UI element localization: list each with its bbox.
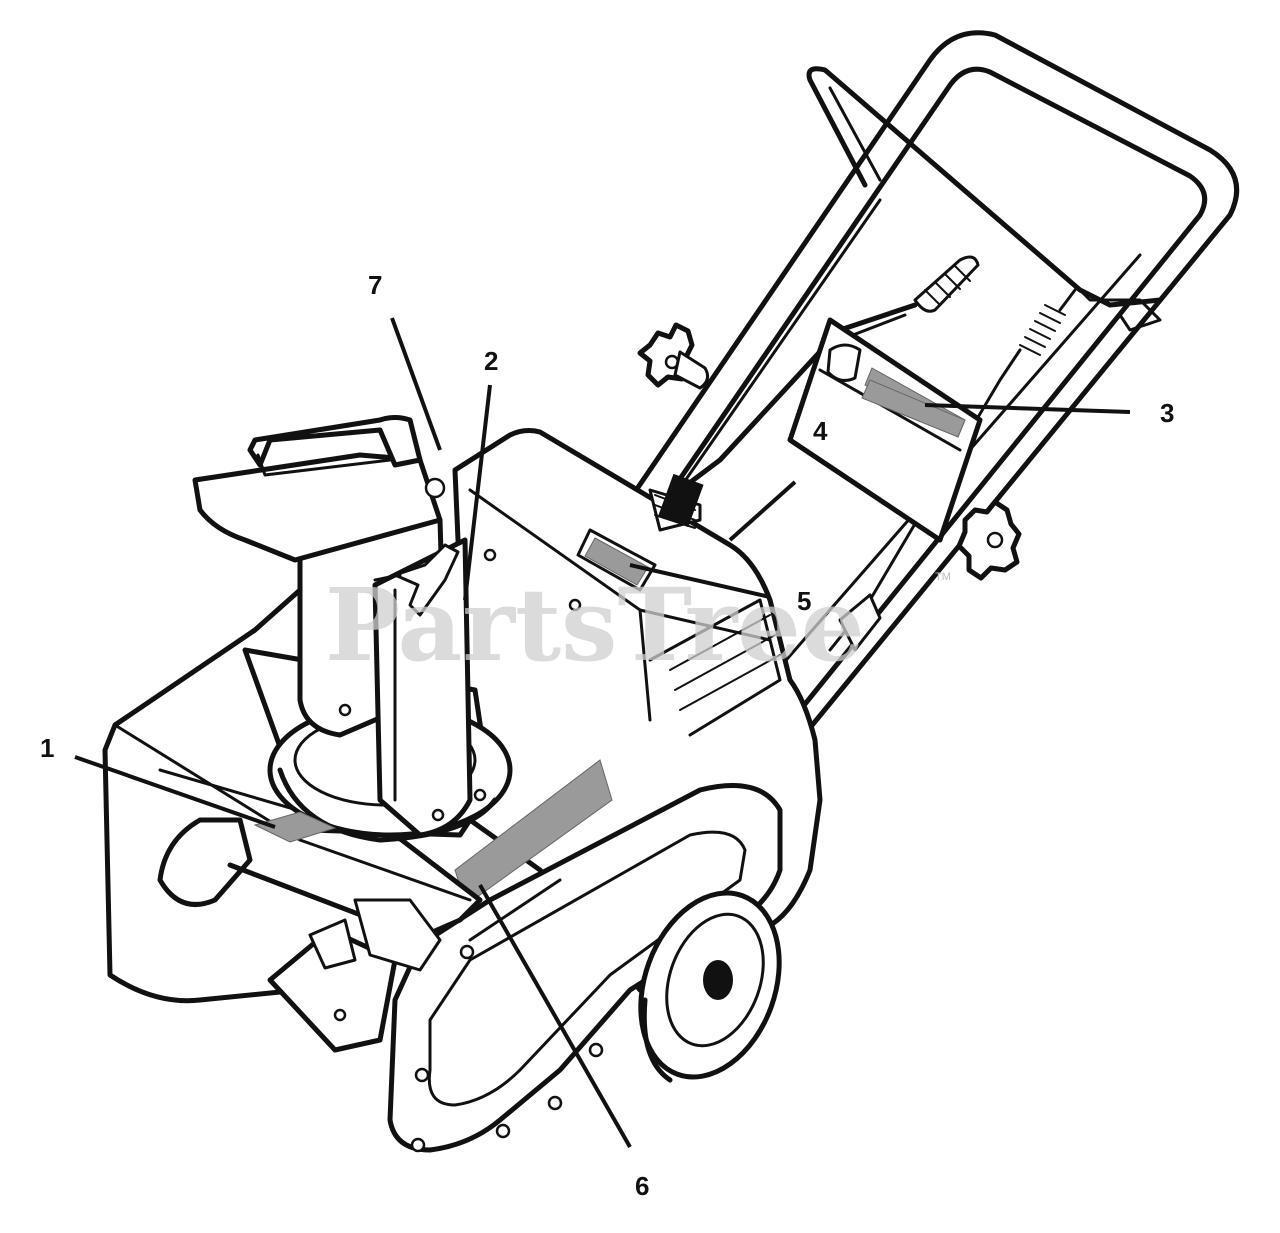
chute-adjust-handle [373, 543, 460, 617]
leader-6 [478, 884, 632, 1148]
control-bail [806, 66, 1163, 332]
leader-2 [463, 384, 492, 601]
leader-lines [74, 317, 1131, 1148]
leader-3 [924, 403, 1131, 414]
leader-5 [629, 563, 771, 599]
handle-knob-upper [637, 322, 710, 390]
leader-4 [728, 480, 797, 542]
wheel [638, 890, 782, 1083]
callout-3: 3 [1160, 398, 1174, 428]
auger [157, 817, 442, 1053]
callout-5: 5 [797, 586, 811, 616]
watermark-trademark: TM [935, 571, 951, 583]
watermark-text: PartsTree [325, 566, 865, 684]
callout-4: 4 [813, 416, 828, 446]
callout-6: 6 [635, 1171, 649, 1201]
leader-7 [390, 317, 442, 451]
callout-2: 2 [484, 346, 498, 376]
chute-deflector [192, 415, 446, 563]
decal-1 [253, 811, 337, 843]
chute-crank [637, 255, 980, 523]
handle-knob-lower [838, 499, 1022, 652]
callout-7: 7 [368, 270, 382, 300]
leader-1 [74, 755, 276, 829]
callout-1: 1 [40, 733, 54, 763]
engine-vent [658, 473, 704, 528]
